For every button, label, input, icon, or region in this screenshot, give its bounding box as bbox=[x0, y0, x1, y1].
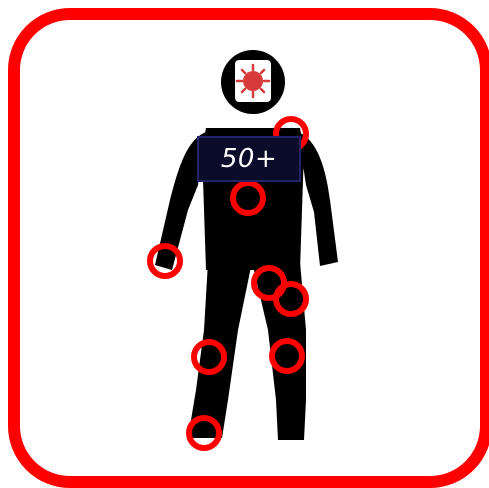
virus-icon bbox=[235, 60, 271, 102]
age-badge: 50+ bbox=[197, 136, 301, 182]
right-arm bbox=[298, 132, 338, 266]
age-badge-text: 50+ bbox=[221, 144, 277, 174]
